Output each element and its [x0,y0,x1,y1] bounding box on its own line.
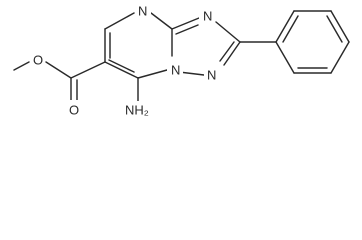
bond-c3a-n3-double [175,24,199,35]
bond-c5-n4 [104,12,135,30]
molecule-svg: O O N N N N NH₂ [13,2,350,121]
bond-n8-c7 [137,69,168,79]
carbonyl-oxygen-label-bg [66,100,82,120]
bond-c2-n1-double [219,41,235,62]
chemical-structure-diagram: O O N N N N NH₂ [13,2,350,121]
fused-nitrogen-label: N [171,62,180,77]
bond-phenyl-double-2 [326,15,343,43]
ether-oxygen-label-bg [30,52,44,70]
bond-c7-c6 [104,61,139,79]
bond-c3a-n3 [171,17,200,30]
amine-label-bg [124,101,154,121]
pyrimidine-nitrogen-top-label: N [138,3,147,18]
bond-n4-c3a [150,12,173,30]
triazole-nitrogen-right-label-bg [199,7,215,27]
bond-methyl-oxygen [13,61,30,71]
triazole-nitrogen-bottom-label: N [207,67,216,82]
bond-carbonyl-to-ring [70,61,106,79]
bond-phenyl-6 [275,41,295,74]
pyrimidine-nitrogen-top-label-bg [135,2,151,22]
fused-nitrogen-label-bg [167,61,183,81]
carbonyl-oxygen-label: O [69,102,79,117]
bond-n1-n8 [178,71,205,76]
bond-phenyl-double-1 [282,15,299,43]
bond-c7-c6-double [108,59,135,73]
bond-oxygen-carbonyl-carbon [45,61,72,79]
triazole-nitrogen-bottom-label-bg [204,66,220,86]
bond-phenyl-1 [275,10,295,43]
bond-phenyl-3 [330,10,350,43]
ether-oxygen-label: O [33,52,43,67]
amine-label: NH₂ [125,102,149,117]
triazole-nitrogen-right-label: N [203,8,212,23]
bond-c2-n1 [223,41,241,66]
bond-phenyl-4 [330,41,350,74]
bond-n3-c2 [215,21,241,43]
